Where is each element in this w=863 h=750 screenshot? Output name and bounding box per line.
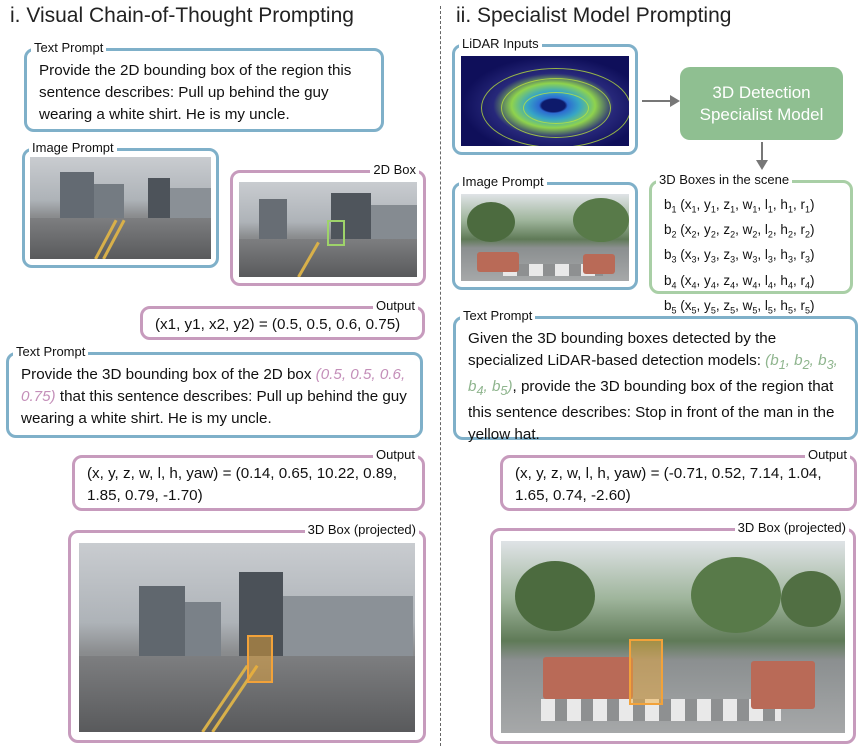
arrow-lidar-to-specialist [642, 95, 680, 107]
right-3d-box-panel: 3D Box (projected) [490, 520, 856, 744]
barrier [543, 657, 633, 699]
tag-label: Text Prompt [460, 308, 536, 324]
specialist-line-2: Specialist Model [699, 104, 824, 124]
tree [691, 557, 781, 633]
output-text: (x1, y1, x2, y2) = (0.5, 0.5, 0.6, 0.75) [155, 316, 401, 333]
street-photo [79, 543, 415, 732]
tree [781, 571, 841, 627]
left-output-2: Output (x, y, z, w, l, h, yaw) = (0.14, … [72, 447, 425, 511]
left-3d-box-panel: 3D Box (projected) [68, 522, 426, 743]
specialist-model-block: 3D Detection Specialist Model [680, 67, 843, 140]
zebra-crossing [541, 699, 781, 721]
tree [573, 198, 629, 242]
tag-label: 3D Boxes in the scene [656, 172, 793, 188]
left-image-prompt: Image Prompt [22, 140, 219, 268]
tag-label: Image Prompt [29, 140, 117, 156]
tag-label: Output [372, 447, 418, 463]
barrier [583, 254, 615, 274]
lidar-ring [481, 68, 629, 146]
box-list-item: b1 (x1, y1, z1, w1, l1, h1, r1) [664, 197, 815, 215]
crosswalk-photo [501, 541, 845, 733]
3d-bounding-box [247, 635, 273, 683]
barrier [477, 252, 519, 272]
prompt-text: Given the 3D bounding boxes detected by … [468, 328, 845, 446]
building [371, 205, 417, 239]
building [139, 586, 185, 657]
building [185, 602, 221, 657]
street-photo [239, 182, 417, 277]
prompt-text: Provide the 2D bounding box of the regio… [39, 62, 352, 123]
prompt-text: Provide the 3D bounding box of the 2D bo… [21, 364, 410, 430]
3d-bounding-box [629, 639, 663, 705]
left-text-prompt-2: Text Prompt Provide the 3D bounding box … [6, 344, 423, 438]
tag-label: Output [804, 447, 850, 463]
left-2d-box-panel: 2D Box [230, 162, 426, 286]
left-title: i. Visual Chain-of-Thought Prompting [10, 4, 354, 27]
prompt-highlight: (0.5, 0.5, 0.6, 0.75) [21, 366, 406, 405]
tag-label: 2D Box [370, 162, 419, 178]
building [239, 572, 283, 657]
building [331, 193, 371, 239]
building [94, 184, 124, 219]
box-list-item: b5 (x5, y5, z5, w5, l5, h5, r5) [664, 297, 815, 316]
barrier [751, 661, 815, 709]
zebra-crossing [503, 264, 603, 276]
prompt-text-before: Given the 3D bounding boxes detected by … [468, 330, 777, 369]
building [148, 178, 170, 219]
building [283, 596, 413, 657]
specialist-line-1: 3D Detection [712, 82, 811, 102]
lidar-point-cloud [461, 56, 629, 146]
right-output: Output (x, y, z, w, l, h, yaw) = (-0.71,… [500, 447, 857, 511]
left-output-1: Output (x1, y1, x2, y2) = (0.5, 0.5, 0.6… [140, 298, 425, 340]
prompt-text-after: that this sentence describes: Pull up be… [21, 388, 407, 427]
column-divider [440, 6, 441, 746]
boxes-in-scene-panel: 3D Boxes in the scene b1 (x1, y1, z1, w1… [649, 172, 853, 315]
left-text-prompt-1: Text Prompt Provide the 2D bounding box … [24, 40, 384, 132]
lidar-inputs-panel: LiDAR Inputs [452, 36, 638, 155]
arrow-specialist-to-boxes [756, 142, 768, 170]
2d-bounding-box [327, 220, 345, 246]
street-photo [30, 157, 211, 259]
tag-label: 3D Box (projected) [304, 522, 419, 538]
output-text: (x, y, z, w, l, h, yaw) = (-0.71, 0.52, … [515, 465, 822, 504]
box-list: b1 (x1, y1, z1, w1, l1, h1, r1) b2 (x2, y… [664, 195, 814, 321]
right-image-prompt: Image Prompt [452, 174, 638, 290]
right-title: ii. Specialist Model Prompting [456, 4, 732, 27]
prompt-text-after: , provide the 3D bounding box of the reg… [468, 378, 835, 444]
tag-label: Text Prompt [31, 40, 107, 56]
output-text: (x, y, z, w, l, h, yaw) = (0.14, 0.65, 1… [87, 465, 397, 504]
right-text-prompt: Text Prompt Given the 3D bounding boxes … [453, 308, 858, 443]
box-list-item: b2 (x2, y2, z2, w2, l2, h2, r2) [664, 222, 815, 240]
prompt-highlight: (b1, b2, b3, b4, b5) [468, 352, 838, 399]
tag-label: Image Prompt [459, 174, 547, 190]
tag-label: Text Prompt [13, 344, 89, 360]
box-list-item: b4 (x4, y4, z4, w4, l4, h4, r4) [664, 272, 815, 291]
crosswalk-photo [461, 194, 629, 281]
lidar-ring [523, 92, 589, 124]
building [170, 188, 211, 219]
tree [515, 561, 595, 631]
building [60, 172, 94, 219]
box-list-item: b3 (x3, y3, z3, w3, l3, h3, r3) [664, 247, 815, 266]
building [259, 199, 287, 239]
tag-label: 3D Box (projected) [734, 520, 849, 536]
prompt-text-before: Provide the 3D bounding box of the 2D bo… [21, 366, 316, 383]
tree [467, 202, 515, 242]
tag-label: LiDAR Inputs [459, 36, 542, 52]
tag-label: Output [372, 298, 418, 314]
